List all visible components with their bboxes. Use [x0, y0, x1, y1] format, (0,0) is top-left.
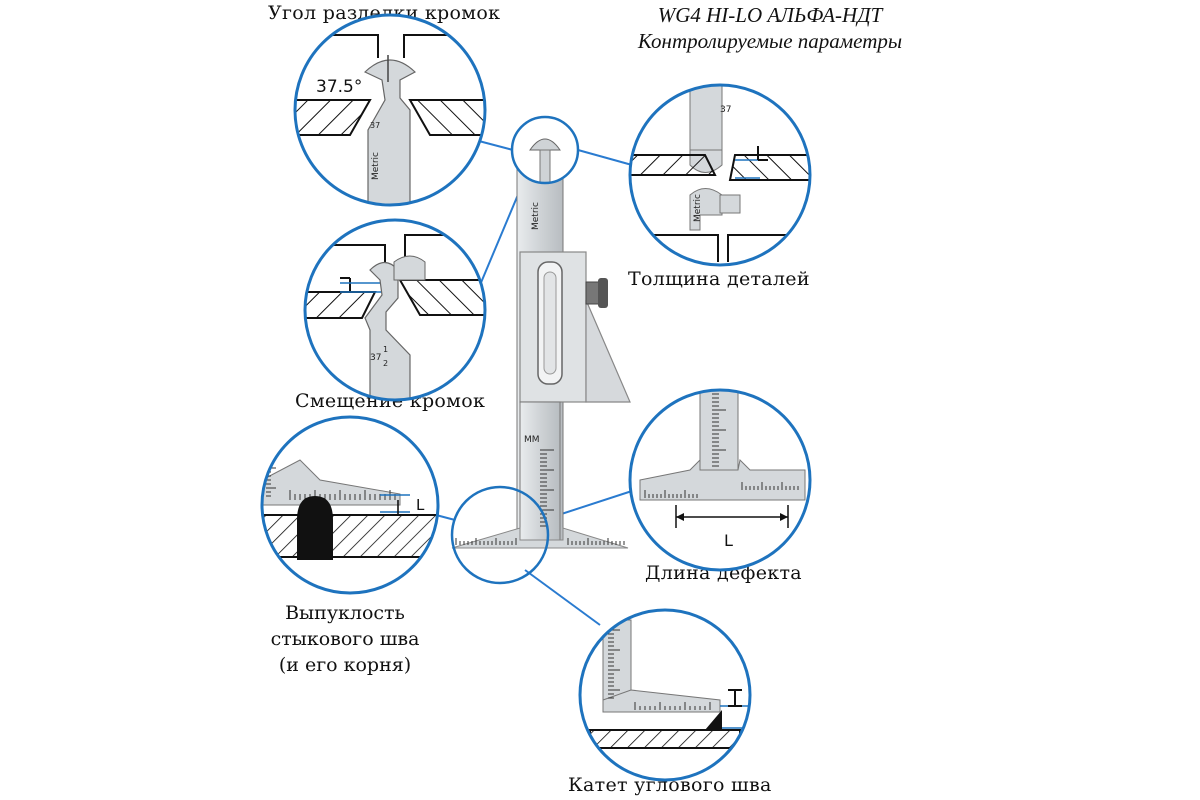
- thickness-metric-mark: Metric: [693, 194, 703, 222]
- fillet-scale-ticks: [608, 629, 711, 710]
- gauge-body: MM Metric: [451, 159, 631, 549]
- label-fillet-leg: Катет углового шва: [568, 774, 772, 796]
- header-block: WG4 HI-LO АЛЬФА-НДТ Контролируемые парам…: [600, 2, 940, 54]
- gauge-mm-mark: MM: [524, 435, 540, 445]
- offset-fraction-num: 1: [383, 345, 388, 354]
- zoom-circle-defect-length: L: [628, 388, 812, 572]
- label-convexity: Выпуклость стыкового шва (и его корня): [240, 600, 450, 678]
- offset-fraction-37: 37: [370, 353, 381, 363]
- label-thickness: Толщина деталей: [628, 268, 810, 290]
- gauge-metric-mark: Metric: [531, 202, 541, 230]
- label-bevel-angle: Угол разделки кромок: [268, 2, 501, 24]
- zoom-circle-bevel-angle: Metric 37 37.5°: [293, 13, 487, 207]
- label-defect-length: Длина дефекта: [645, 562, 802, 584]
- gauge-scale-ticks: [455, 449, 625, 545]
- blade-fraction-mark: 37: [370, 121, 380, 130]
- label-convexity-line2: стыкового шва: [270, 628, 420, 650]
- zoom-circle-offset: 37 1 2: [303, 218, 487, 402]
- thickness-fraction-mark: 37: [720, 105, 731, 115]
- label-convexity-line1: Выпуклость: [285, 602, 405, 624]
- zoom-circle-thickness: Metric 37: [628, 83, 812, 267]
- zoom-circle-foot: [450, 485, 550, 585]
- offset-fraction-den: 2: [383, 359, 388, 368]
- header-subtitle: Контролируемые параметры: [637, 29, 903, 53]
- defect-scale-ticks: [644, 390, 799, 498]
- connector-thickness: [577, 149, 633, 166]
- product-title: WG4 HI-LO АЛЬФА-НДТ: [657, 3, 883, 27]
- defect-L-mark: L: [724, 531, 733, 550]
- zoom-circle-tip: [510, 115, 580, 185]
- zoom-circle-convexity: L: [260, 415, 440, 595]
- zoom-circle-fillet-leg: [578, 608, 752, 782]
- blade-metric-mark: Metric: [371, 152, 381, 180]
- connector-bevel: [474, 139, 514, 151]
- connector-convexity: [435, 514, 456, 521]
- label-convexity-line3: (и его корня): [278, 654, 412, 676]
- angle-value: 37.5°: [316, 77, 362, 97]
- convexity-L-mark: L: [416, 496, 425, 514]
- connector-fillet: [524, 569, 601, 626]
